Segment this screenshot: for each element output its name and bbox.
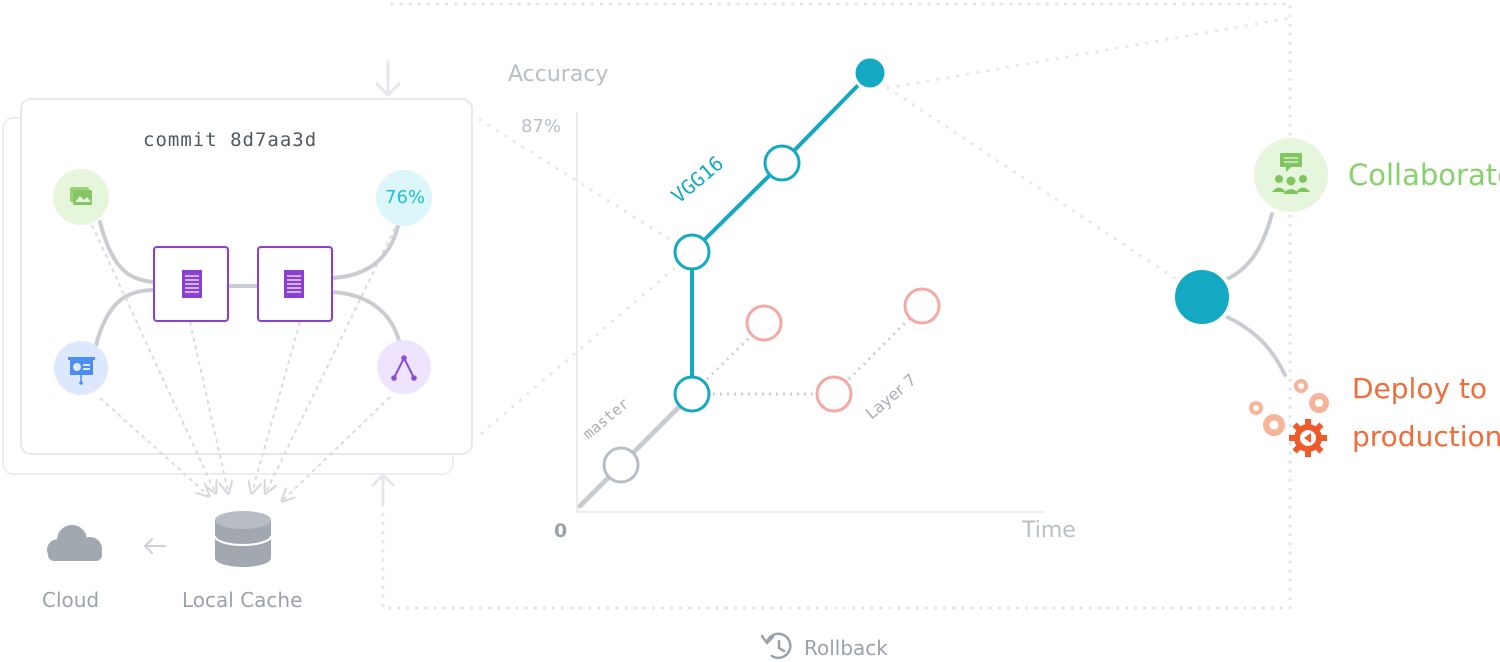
branch-node[interactable] [673, 375, 711, 413]
y-tick-label: 87% [521, 116, 562, 137]
hub-node[interactable] [1171, 266, 1233, 328]
metric-badge[interactable] [376, 170, 432, 226]
arrow-left-icon [143, 538, 166, 554]
deploy-label-line1: Deploy to [1352, 372, 1488, 405]
arrow-up-icon [371, 472, 395, 507]
layer-node[interactable] [745, 304, 783, 342]
document-icon[interactable] [257, 246, 333, 322]
deploy-label[interactable]: Deploy to production [1352, 365, 1500, 461]
master-node[interactable] [602, 446, 640, 484]
layer-branch-line [690, 304, 924, 396]
metric-badge-label: 76% [385, 187, 426, 208]
cache-arrows [91, 224, 396, 500]
vgg-branch-line [690, 71, 872, 394]
cloud-label: Cloud [42, 588, 100, 612]
layer-node[interactable] [903, 287, 941, 325]
cache-label: Local Cache [182, 588, 303, 612]
action-connectors [1223, 212, 1287, 377]
commit-connectors [94, 220, 402, 347]
y-axis-label: Accuracy [508, 62, 609, 87]
master-branch-line [577, 391, 695, 509]
origin-tick-label: 0 [554, 520, 568, 542]
deploy-label-line2: production [1352, 420, 1500, 453]
graph-icon[interactable] [377, 340, 431, 394]
vgg-node[interactable] [673, 233, 711, 271]
presentation-icon[interactable] [54, 341, 108, 395]
best-model-node[interactable] [852, 55, 888, 91]
arrow-down-icon [375, 60, 401, 98]
cloud-icon[interactable] [47, 525, 102, 561]
rollback-label[interactable]: Rollback [804, 636, 888, 660]
layer-node[interactable] [815, 375, 853, 413]
projection-lines [478, 16, 1292, 435]
x-axis-label: Time [1022, 518, 1076, 543]
outer-dotted-frame [381, 2, 1292, 610]
gears-icon[interactable] [1249, 379, 1329, 457]
chart-axes [576, 112, 1045, 513]
vgg-node[interactable] [763, 144, 801, 182]
collaborate-icon[interactable] [1254, 138, 1328, 212]
document-icon[interactable] [153, 246, 229, 322]
rollback-icon[interactable] [760, 632, 792, 660]
database-icon[interactable] [214, 511, 272, 567]
image-icon[interactable] [53, 169, 109, 225]
commit-title: commit 8d7aa3d [143, 129, 318, 151]
collaborate-label[interactable]: Collaborate [1348, 158, 1500, 192]
